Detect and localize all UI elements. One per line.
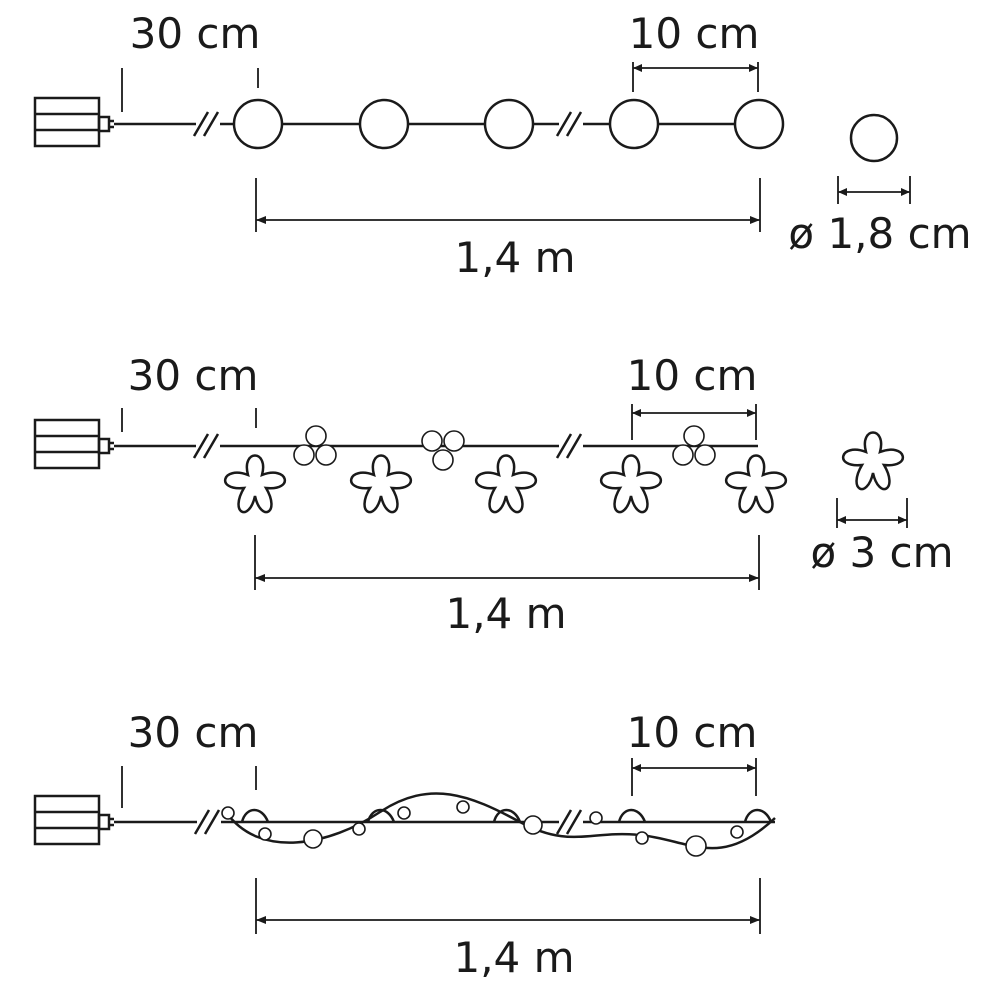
bulb-icon [733, 98, 785, 150]
bead-icon [303, 829, 323, 849]
cable-break-icon [192, 110, 222, 138]
spacing-label: 10 cm [627, 708, 758, 757]
spacing-label: 10 cm [627, 351, 758, 400]
bead-icon [397, 806, 411, 820]
bulb-detail-icon [849, 113, 899, 163]
bulb-icon [608, 98, 660, 150]
ball-cluster-icon [672, 425, 716, 466]
bulb-icon [232, 98, 284, 150]
diameter-label: ø 1,8 cm [788, 209, 971, 258]
lead-length-label: 30 cm [128, 708, 259, 757]
bead-icon [635, 831, 649, 845]
battery-box-icon [33, 96, 116, 148]
diagram-wavy-wire: 30 cm 10 cm [33, 708, 776, 982]
bead-icon [589, 811, 603, 825]
total-length-label: 1,4 m [445, 589, 566, 638]
bead-icon [523, 815, 543, 835]
cable-break-icon [555, 110, 585, 138]
bead-icon [258, 827, 272, 841]
cable-break-icon [192, 432, 222, 460]
diagram-round-bulbs: 30 cm 10 cm ø 1,8 cm 1,4 m [33, 9, 972, 282]
battery-box-icon [33, 794, 116, 846]
flower-detail-icon [841, 431, 905, 491]
flower-icon [223, 454, 287, 514]
diameter-label: ø 3 cm [810, 528, 953, 577]
bead-icon [730, 825, 744, 839]
spacing-label: 10 cm [629, 9, 760, 58]
ball-cluster-icon [421, 430, 465, 471]
flower-icon [724, 454, 788, 514]
total-length-label: 1,4 m [453, 933, 574, 982]
bead-icon [221, 806, 235, 820]
diagram-flowers: 30 cm 10 cm [33, 351, 954, 638]
lead-length-label: 30 cm [128, 351, 259, 400]
flower-icon [599, 454, 663, 514]
lead-length-label: 30 cm [130, 9, 261, 58]
cable-break-icon [555, 432, 585, 460]
bead-icon [456, 800, 470, 814]
cable-break-icon [193, 808, 223, 836]
cable-break-icon [555, 808, 585, 836]
flower-icon [349, 454, 413, 514]
bead-icon [685, 835, 707, 857]
ball-cluster-icon [293, 425, 337, 466]
flower-icon [474, 454, 538, 514]
bulb-icon [358, 98, 410, 150]
battery-box-icon [33, 418, 116, 470]
bulb-icon [483, 98, 535, 150]
total-length-label: 1,4 m [454, 233, 575, 282]
bead-icon [352, 822, 366, 836]
